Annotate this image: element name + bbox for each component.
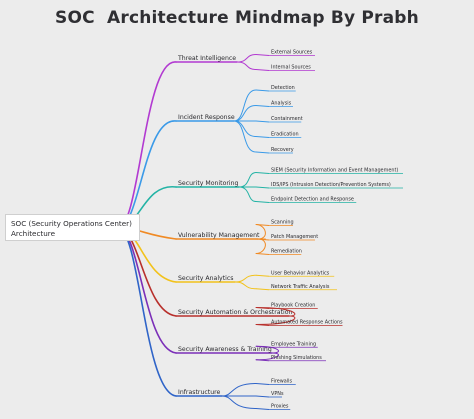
leaf-stub: [255, 253, 270, 255]
leaf-label[interactable]: Containment: [271, 116, 303, 122]
page-title: SOC Architecture Mindmap By Prabh: [55, 8, 419, 28]
leaf-connector: [255, 238, 266, 254]
root-node[interactable]: SOC (Security Operations Center) Archite…: [5, 214, 140, 241]
leaf-label[interactable]: Detection: [271, 85, 295, 91]
leaf-connector: [233, 120, 257, 153]
leaf-connector: [233, 120, 257, 137]
branch-label[interactable]: Incident Response: [178, 114, 235, 121]
leaf-label[interactable]: Phishing Simulations: [271, 355, 322, 361]
branch-label[interactable]: Security Automation & Orchestration: [178, 309, 292, 316]
leaf-label[interactable]: Endpoint Detection and Response: [271, 197, 354, 203]
leaf-connector: [234, 281, 257, 290]
leaf-stub: [255, 288, 270, 291]
leaf-stub: [255, 224, 270, 226]
leaf-connector: [233, 89, 257, 122]
branch-label[interactable]: Threat Intelligence: [177, 55, 236, 62]
leaf-stub: [255, 120, 270, 123]
leaf-connector: [255, 315, 296, 325]
leaf-connector: [221, 383, 257, 397]
leaf-stub: [255, 307, 270, 309]
leaf-connector: [236, 54, 257, 63]
leaf-stub: [255, 201, 270, 203]
leaf-stub: [255, 172, 270, 174]
leaf-stub: [255, 383, 270, 385]
leaf-label[interactable]: IDS/IPS (Intrusion Detection/Prevention …: [271, 182, 391, 188]
branch-connector: [117, 61, 177, 229]
leaf-label[interactable]: User Behavior Analytics: [271, 270, 330, 276]
leaf-connector: [238, 186, 257, 202]
leaf-connector: [233, 105, 257, 122]
leaf-connector: [234, 274, 257, 283]
branch-label[interactable]: Security Monitoring: [178, 180, 239, 187]
branch-label[interactable]: Infrastructure: [178, 389, 221, 396]
leaf-stub: [255, 345, 270, 348]
leaf-stub: [255, 324, 270, 326]
leaf-stub: [255, 408, 270, 410]
leaf-stub: [255, 69, 270, 71]
leaf-stub: [255, 186, 270, 189]
leaf-label[interactable]: Proxies: [271, 404, 289, 410]
leaf-label[interactable]: Recovery: [271, 147, 294, 153]
leaf-label[interactable]: Network Traffic Analysis: [271, 284, 330, 290]
leaf-label[interactable]: External Sources: [271, 50, 313, 56]
leaf-stub: [255, 395, 270, 398]
leaf-label[interactable]: SIEM (Security Information and Event Man…: [271, 168, 398, 174]
leaf-label[interactable]: Patch Management: [271, 234, 318, 240]
leaf-label[interactable]: Firewalls: [271, 379, 292, 385]
leaf-stub: [255, 89, 270, 92]
branch-label[interactable]: Security Analytics: [178, 275, 233, 282]
leaf-connector: [238, 172, 257, 188]
leaf-stub: [255, 359, 270, 362]
leaf-label[interactable]: VPNs: [271, 391, 284, 397]
leaf-label[interactable]: Internal Sources: [271, 65, 311, 71]
root-node-label-line1: SOC (Security Operations Center): [11, 219, 132, 228]
leaf-label[interactable]: Employee Training: [271, 341, 316, 347]
leaf-stub: [255, 136, 270, 138]
root-node-label-line2: Architecture: [11, 229, 56, 238]
leaf-stub: [255, 105, 270, 107]
branch-connector: [117, 227, 177, 354]
leaf-label[interactable]: Remediation: [271, 249, 302, 255]
leaf-stub: [255, 151, 270, 154]
branch-connector: [117, 120, 177, 229]
leaf-label[interactable]: Automated Response Actions: [271, 320, 343, 326]
leaf-label[interactable]: Analysis: [271, 101, 292, 107]
leaf-stub: [255, 54, 270, 56]
branch-label[interactable]: Vulnerability Management: [178, 232, 260, 239]
branch-label[interactable]: Security Awareness & Training: [178, 346, 272, 353]
leaf-connector: [221, 395, 257, 409]
leaf-label[interactable]: Playbook Creation: [271, 303, 315, 309]
leaf-label[interactable]: Eradication: [271, 132, 299, 138]
leaf-connector: [236, 61, 257, 70]
leaf-stub: [255, 274, 270, 277]
leaf-connector: [255, 352, 280, 361]
leaf-label[interactable]: Scanning: [271, 220, 294, 226]
